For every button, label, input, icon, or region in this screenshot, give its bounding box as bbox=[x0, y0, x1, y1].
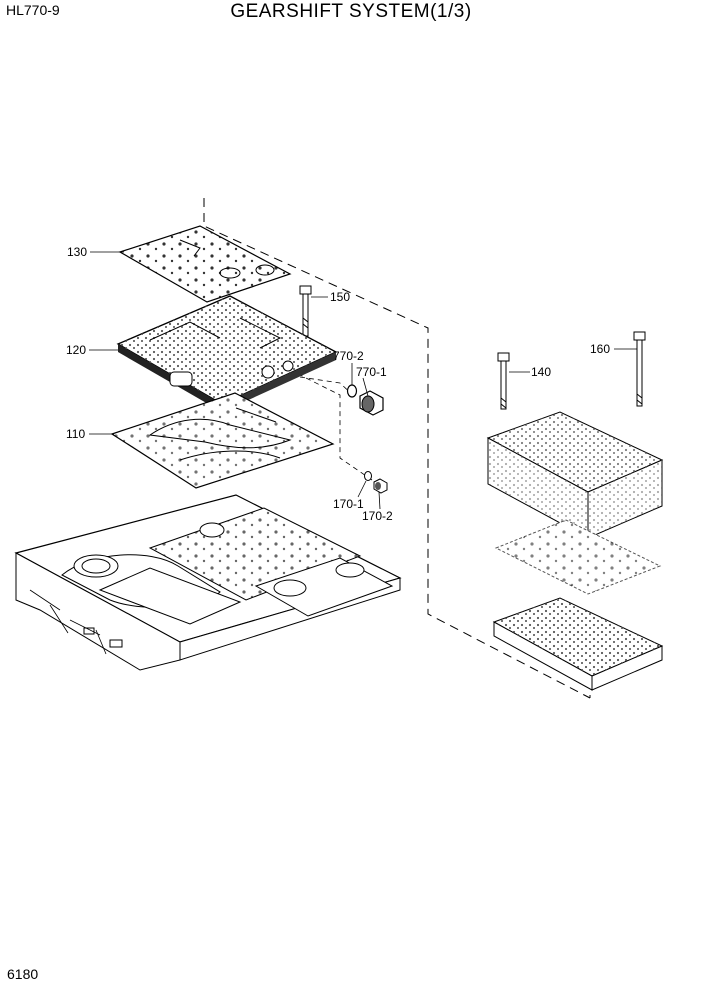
assembled-plate-outline bbox=[494, 519, 662, 595]
callout-140: 140 bbox=[531, 365, 551, 379]
part-770-2-o-ring bbox=[346, 384, 358, 398]
assembled-valve-block bbox=[486, 411, 664, 539]
assembled-lower-section bbox=[492, 597, 664, 691]
page-title: GEARSHIFT SYSTEM(1/3) bbox=[230, 1, 472, 22]
part-150-bolt bbox=[299, 285, 312, 337]
callout-160: 160 bbox=[590, 342, 610, 356]
assembly-boundary-dashed bbox=[203, 198, 591, 699]
model-code: HL770-9 bbox=[6, 2, 60, 18]
part-170-1-o-ring bbox=[364, 471, 372, 481]
page-number: 6180 bbox=[7, 966, 39, 982]
leader-lines bbox=[89, 251, 637, 510]
part-130-intermediate-plate bbox=[118, 225, 292, 303]
part-140-bolt bbox=[497, 352, 510, 410]
callout-770-1: 770-1 bbox=[356, 365, 387, 379]
callout-170-1: 170-1 bbox=[333, 497, 364, 511]
part-120-valve-body bbox=[116, 295, 338, 412]
callout-130: 130 bbox=[67, 245, 87, 259]
part-770-1-plug bbox=[359, 390, 384, 416]
part-110-gasket bbox=[110, 392, 335, 489]
callout-170-2: 170-2 bbox=[362, 509, 393, 523]
part-170-2-plug bbox=[373, 478, 388, 494]
assembly-guide-dashed-2 bbox=[299, 376, 357, 399]
callout-110: 110 bbox=[66, 427, 85, 441]
transmission-housing bbox=[14, 494, 402, 671]
part-160-bolt bbox=[633, 331, 646, 407]
callout-150: 150 bbox=[330, 290, 350, 304]
callout-120: 120 bbox=[66, 343, 86, 357]
assembly-guide-dashed bbox=[289, 369, 373, 481]
callout-770-2: 770-2 bbox=[333, 349, 364, 363]
